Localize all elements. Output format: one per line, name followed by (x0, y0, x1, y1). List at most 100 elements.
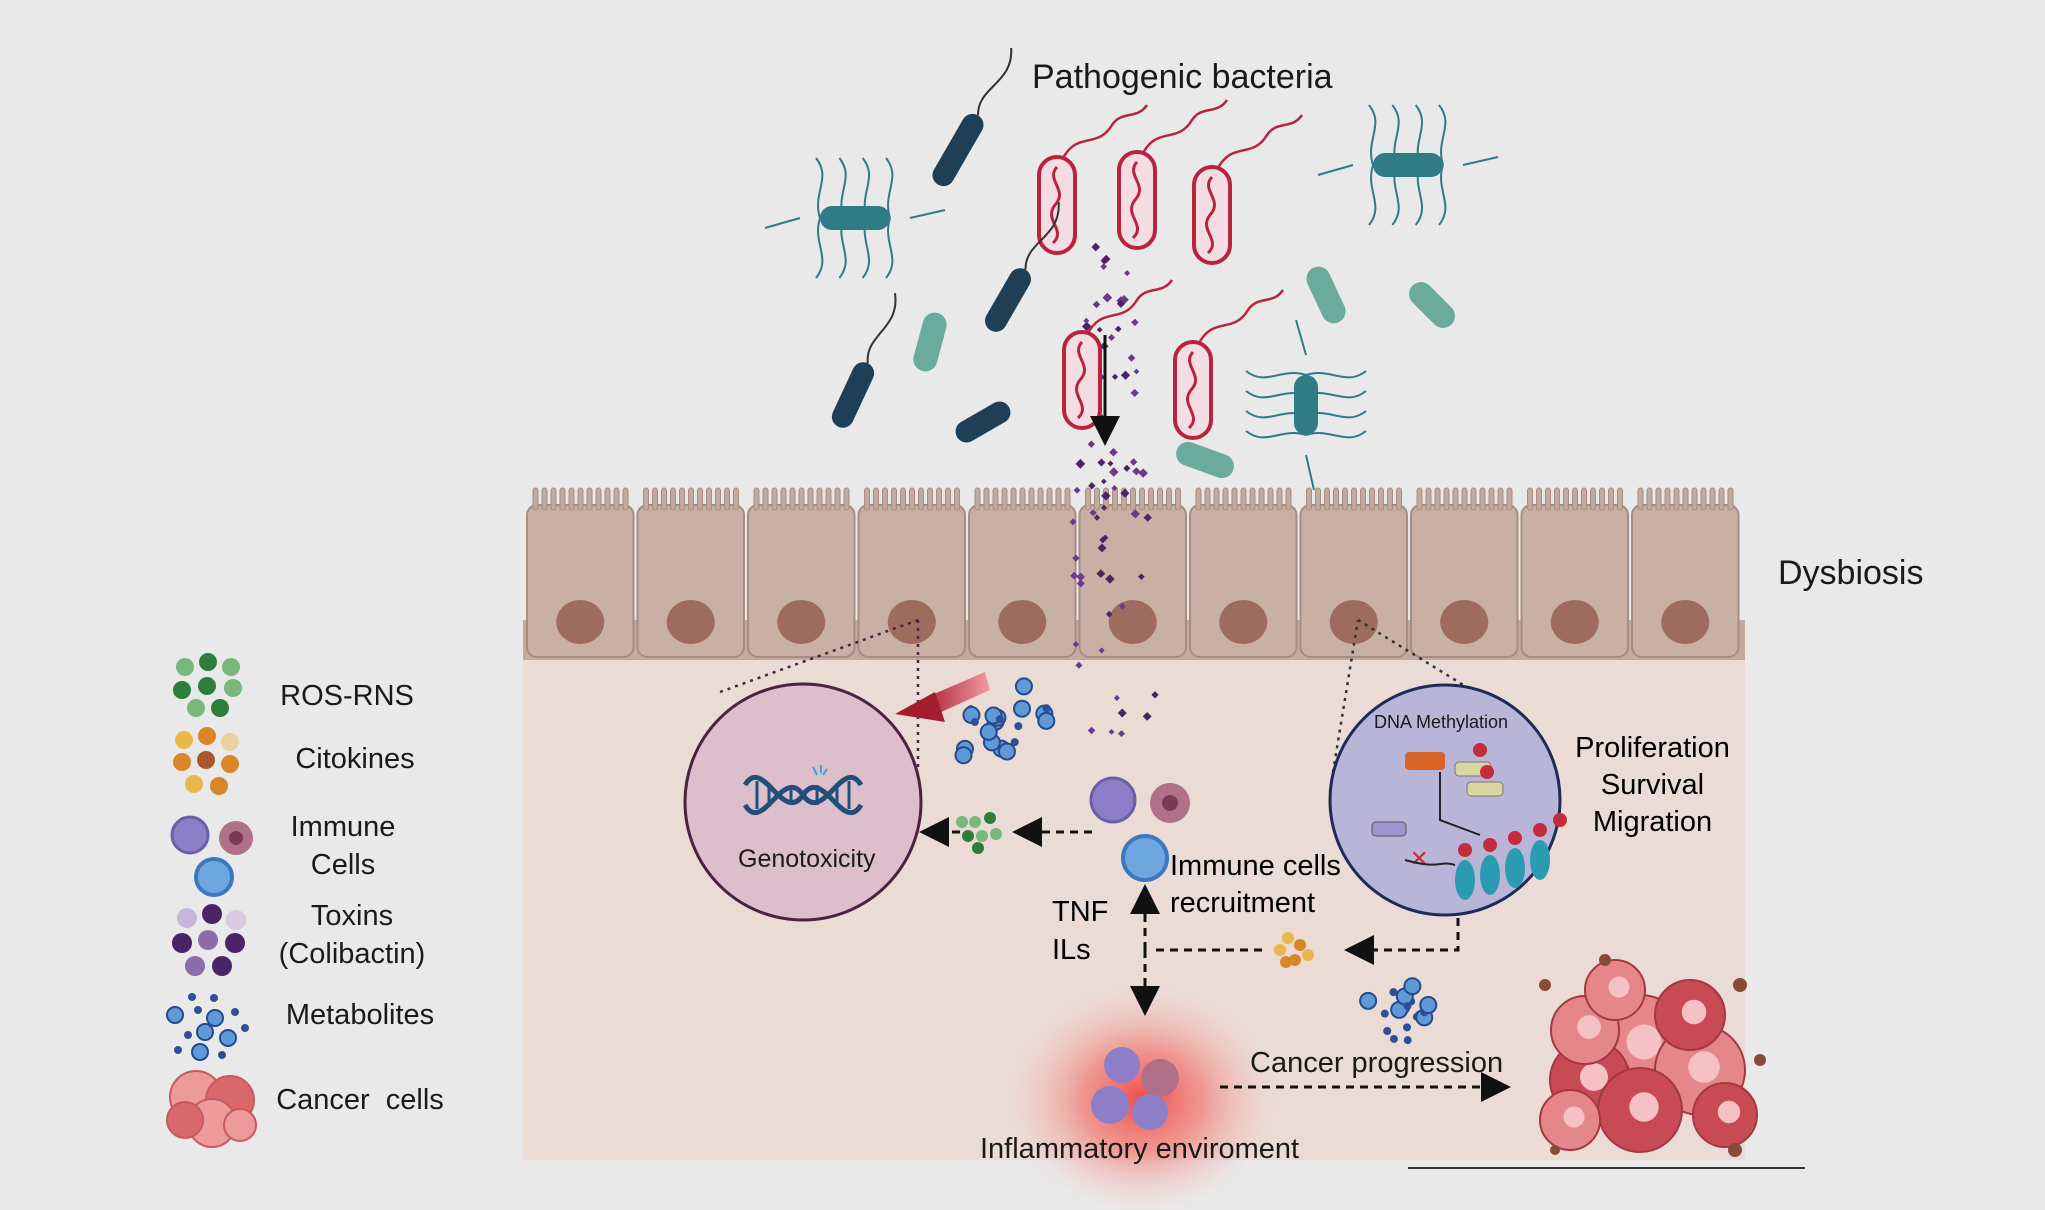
toxin-particle (1114, 325, 1122, 333)
pathogen-bacterium (1037, 104, 1149, 255)
metabolite-particle (1403, 1002, 1412, 1011)
microvillus (706, 487, 712, 511)
toxin-particle (1096, 326, 1103, 333)
microvillus (559, 487, 566, 511)
metabolite-particle (188, 993, 196, 1001)
metabolite-cluster (954, 677, 1056, 765)
microvillus (1637, 487, 1644, 511)
zoom-line (1331, 619, 1360, 773)
legend-label-citokines: Citokines (295, 743, 415, 775)
citokines-cluster (1274, 932, 1314, 968)
microvillus (1488, 487, 1495, 511)
citokine-particle (1282, 932, 1294, 944)
ros-particle (956, 816, 968, 828)
zoom-line (719, 618, 919, 694)
metabolite-particle (1383, 1027, 1392, 1036)
toxin-particle (1118, 602, 1126, 610)
toxin-particle (1120, 370, 1131, 380)
microvillus (1443, 487, 1450, 511)
microvillus (909, 487, 915, 511)
toxin-particle (1129, 458, 1138, 466)
legend-label-toxins: Toxins (Colibactin) (278, 900, 426, 970)
toxin-particle (1087, 440, 1096, 448)
microvillus (1094, 487, 1100, 511)
outcome-survival: Survival (1600, 769, 1705, 801)
microvillus (1682, 487, 1689, 511)
ros-rns-cluster (956, 812, 1002, 854)
cancer-cell-nucleus (1577, 1015, 1601, 1039)
microvillus (1028, 487, 1035, 511)
citokines-icon (198, 727, 216, 745)
microvillus (891, 487, 897, 511)
toxin-particle (1127, 354, 1136, 362)
metabolite-particle (191, 1043, 209, 1061)
microvillus (954, 487, 960, 511)
debris-particle (1728, 1143, 1742, 1157)
microvillus (1204, 487, 1211, 511)
legend-label-immune-cells: Immune Cells (290, 811, 396, 881)
microvillus (1231, 487, 1238, 511)
metabolite-particle (1403, 1036, 1412, 1045)
immune-cells-cluster (1089, 776, 1190, 882)
pathogen-bacterium (1192, 114, 1304, 265)
microvillus (936, 487, 942, 511)
cancer-cell-nucleus (1580, 1063, 1608, 1091)
microvillus (1452, 487, 1459, 511)
microvillus (834, 487, 841, 511)
microvillus (733, 487, 739, 511)
toxin-particle (1102, 292, 1113, 303)
microvillus (1324, 487, 1330, 511)
metabolite-particle (1380, 1009, 1389, 1018)
cancer-cell-nucleus (1717, 1100, 1741, 1124)
metabolite-particle (210, 994, 218, 1002)
debris-particle (1754, 1054, 1766, 1066)
toxin-particle (1101, 491, 1111, 501)
microvillus (1195, 487, 1202, 511)
citokine-particle (1274, 944, 1286, 956)
metabolites-icon (166, 993, 249, 1061)
citokine-particle (1294, 939, 1306, 951)
metabolite-particle (1359, 991, 1378, 1010)
microvillus (1213, 487, 1220, 511)
microvillus (577, 487, 584, 511)
toxin-particle (1076, 572, 1085, 582)
green-bacterium (913, 312, 947, 372)
nucleus (998, 600, 1047, 644)
microvillus (1608, 487, 1614, 511)
microvillus (1130, 487, 1136, 511)
microvillus (1545, 487, 1551, 511)
cancer-cell-nucleus (1688, 1051, 1720, 1083)
microvillus (864, 487, 870, 511)
toxin-particle (1072, 554, 1080, 562)
microvillus (1267, 487, 1274, 511)
toxin-particle (1142, 711, 1152, 721)
immune-cells-icon (194, 857, 234, 897)
microvillus (1572, 487, 1578, 511)
citokines-icon (221, 755, 239, 773)
microvillus (661, 487, 667, 511)
toxin-particle (1109, 448, 1118, 457)
toxin-particle (1100, 504, 1108, 511)
microvillus (1506, 487, 1513, 511)
microvillus (1479, 487, 1486, 511)
recruitment-line-1: Immune cells (1170, 850, 1341, 882)
cancer-cell-nucleus (1681, 999, 1707, 1025)
toxin-particle (1107, 334, 1115, 342)
microvillus (1139, 487, 1145, 511)
toxin-particle (1107, 460, 1114, 467)
nucleus (556, 600, 605, 644)
dysbiosis-label: Dysbiosis (1778, 554, 1924, 592)
nucleus (887, 600, 936, 644)
microvillus (613, 487, 620, 511)
toxins-icon (225, 933, 245, 953)
microvillus (1342, 487, 1348, 511)
microvillus (1001, 487, 1008, 511)
microvillus (927, 487, 933, 511)
microvillus (900, 487, 906, 511)
microvillus (688, 487, 694, 511)
debris-particle (1599, 954, 1611, 966)
flagellated-bacterium (1317, 104, 1499, 226)
inflammatory-environment-label: Inflammatory enviroment (980, 1133, 1300, 1165)
ros-rns-icon (224, 679, 242, 697)
dark-bacterium (955, 401, 1011, 443)
